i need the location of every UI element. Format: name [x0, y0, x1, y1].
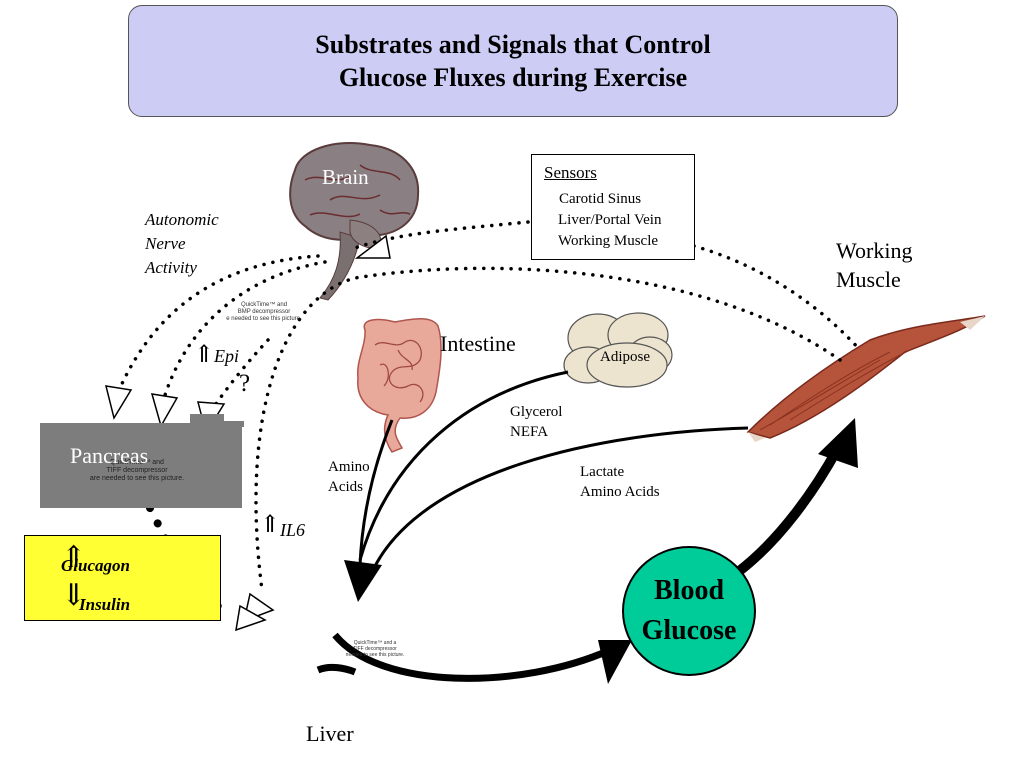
- amino-line-1: Amino: [328, 459, 370, 475]
- working-muscle-line-2: Muscle: [836, 267, 901, 292]
- adipose-label: Adipose: [600, 349, 650, 365]
- autonomic-arrowhead-2: [150, 393, 179, 428]
- autonomic-arrowhead-1: [104, 385, 133, 420]
- blood-glucose-arrowhead: [598, 640, 632, 684]
- glycerol-nefa-label: Glycerol NEFA: [510, 402, 562, 442]
- muscle-image: [746, 315, 986, 442]
- il6-up-arrow: ⇑: [260, 512, 281, 538]
- epi-up-arrow: ⇑: [194, 342, 215, 368]
- sensors-to-muscle-line: [692, 244, 862, 352]
- insulin-down-arrow: ⇓: [61, 579, 87, 612]
- sensors-box: Sensors Carotid Sinus Liver/Portal Vein …: [531, 154, 695, 260]
- adipose-image: [563, 312, 673, 388]
- liver-label: Liver: [306, 721, 354, 746]
- liver-image-placeholder: QuickTime™ and a TIFF decompressor neede…: [340, 640, 410, 658]
- brain-label: Brain: [322, 165, 369, 189]
- lactate-amino-text: Amino Acids: [580, 484, 660, 500]
- sensors-to-brain-line: [353, 220, 530, 250]
- sensor-carotid-sinus: Carotid Sinus: [559, 191, 642, 207]
- working-muscle-line-1: Working: [836, 238, 913, 263]
- brain-image-placeholder: QuickTime™ and BMP decompressor e needed…: [224, 302, 304, 323]
- autonomic-line-2-text: Nerve: [145, 234, 186, 253]
- autonomic-label: Autonomic Nerve Activity: [145, 208, 219, 280]
- flux-lines: [316, 370, 843, 682]
- working-muscle-label: Working Muscle: [836, 236, 912, 294]
- insulin-label: Insulin: [79, 595, 131, 614]
- pancreas-tab: [190, 414, 224, 426]
- muscle-to-liver-il6-line: [254, 266, 842, 592]
- blood-glucose-line-2: Glucose: [641, 615, 737, 646]
- sensor-liver-portal-vein: Liver/Portal Vein: [558, 212, 662, 228]
- pancreas-image-placeholder: QuickTime™ and TIFF decompressor are nee…: [82, 459, 192, 483]
- liver-ph-line-1: QuickTime™ and a: [353, 640, 397, 646]
- title-line-2: Glucose Fluxes during Exercise: [338, 63, 688, 92]
- brain-arrowhead: [354, 234, 391, 259]
- il6-label: IL6: [280, 520, 306, 540]
- lactate-text: Lactate: [580, 464, 625, 480]
- muscle-input-arrowhead: [818, 418, 858, 468]
- pancreas-ph-line-1: QuickTime™ and: [110, 459, 164, 466]
- brain-ph-line-2: BMP decompressor: [237, 309, 291, 315]
- glucagon-up-arrow: ⇑: [61, 541, 87, 574]
- glycerol-nefa-flux: [358, 370, 569, 561]
- liver-ph-line-3: needed to see this picture.: [345, 652, 405, 658]
- sensors-header: Sensors: [544, 163, 597, 182]
- lactate-flux: [370, 426, 749, 573]
- hormone-box: ⇑ Glucagon ⇓ Insulin: [24, 535, 221, 621]
- glycerol-text: Glycerol: [510, 404, 563, 420]
- glucose-to-muscle-flux: [734, 445, 843, 576]
- amino-line-2: Acids: [328, 479, 363, 495]
- autonomic-line-3-text: Activity: [145, 258, 197, 277]
- blood-glucose-line-1: Blood: [653, 575, 725, 606]
- amino-acids-flux: [358, 419, 394, 566]
- pancreas-ph-line-3: are needed to see this picture.: [89, 475, 185, 482]
- question-mark: ?: [239, 370, 251, 397]
- flux-arrowheads: [344, 418, 858, 684]
- glucagon-label: Glucagon: [61, 556, 130, 575]
- blood-glucose-circle: Blood Glucose: [622, 546, 756, 676]
- autonomic-line-2: [163, 260, 327, 397]
- title-box: Substrates and Signals that Control Gluc…: [128, 5, 898, 117]
- amino-acids-label: Amino Acids: [328, 457, 370, 497]
- pancreas-label: Pancreas: [70, 443, 149, 468]
- pancreas-block: QuickTime™ and TIFF decompressor are nee…: [40, 414, 244, 508]
- lactate-amino-label: Lactate Amino Acids: [580, 462, 660, 502]
- brain-ph-line-1: QuickTime™ and: [240, 302, 288, 308]
- liver-tail: [316, 663, 357, 676]
- title-line-1: Substrates and Signals that Control: [315, 30, 711, 59]
- pancreas-ph-line-2: TIFF decompressor: [106, 467, 168, 474]
- il6-arrowhead-2: [235, 604, 267, 632]
- nefa-text: NEFA: [510, 424, 549, 440]
- liver-input-arrowhead: [344, 560, 382, 602]
- brain-ph-line-3: e needed to see this picture.: [226, 316, 302, 322]
- intestine-label: Intestine: [440, 331, 516, 356]
- pancreas-tab-2: [220, 421, 244, 427]
- liver-to-glucose-flux: [332, 632, 612, 682]
- signal-lines: [118, 220, 862, 612]
- autonomic-line-1-text: Autonomic: [145, 210, 219, 229]
- sensor-working-muscle: Working Muscle: [558, 233, 659, 249]
- epi-label: Epi: [214, 346, 239, 366]
- liver-ph-line-2: TIFF decompressor: [353, 646, 397, 652]
- intestine-image: [357, 318, 442, 453]
